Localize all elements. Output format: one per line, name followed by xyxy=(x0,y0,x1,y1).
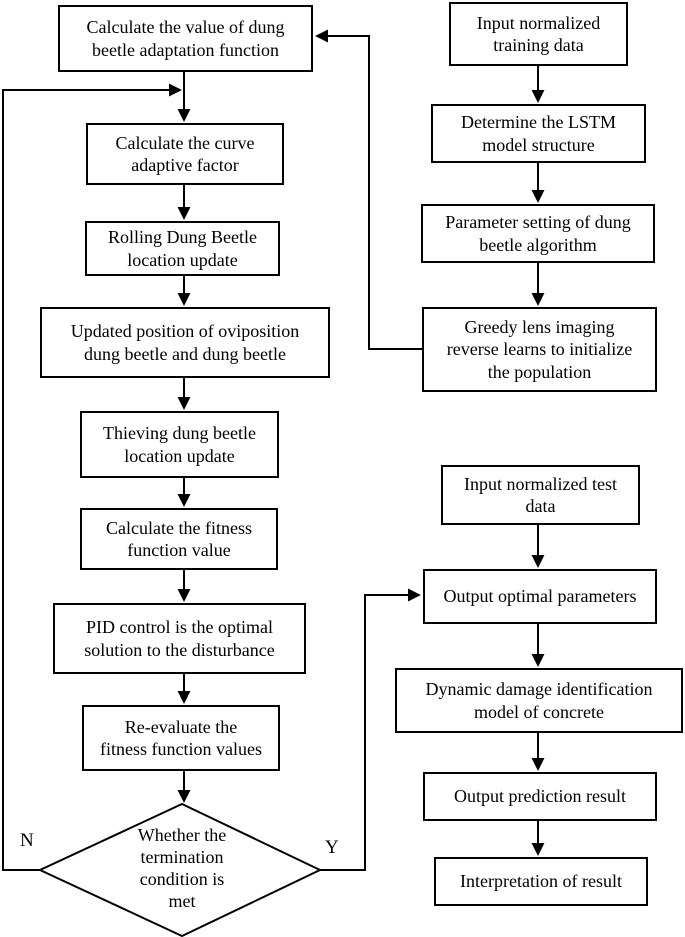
arrow-greedy-to-adaptation xyxy=(315,29,422,350)
node-input-test-data: Input normalized test data xyxy=(441,465,640,525)
node-interpretation-of-result: Interpretation of result xyxy=(434,857,648,906)
node-dynamic-damage-model: Dynamic damage identification model of c… xyxy=(395,668,683,733)
branch-label-no: N xyxy=(20,830,34,851)
node-greedy-lens-init: Greedy lens imaging reverse learns to in… xyxy=(422,307,657,392)
decision-label: Whether the termination condition is met xyxy=(137,825,227,911)
node-calc-adaptation-function: Calculate the value of dung beetle adapt… xyxy=(58,5,313,72)
decision-diamond xyxy=(37,802,323,937)
node-lstm-structure: Determine the LSTM model structure xyxy=(431,104,646,163)
node-output-prediction-result: Output prediction result xyxy=(423,772,657,821)
node-input-training-data: Input normalized training data xyxy=(449,2,628,66)
node-parameter-setting: Parameter setting of dung beetle algorit… xyxy=(421,204,655,263)
node-rolling-location-update: Rolling Dung Beetle location update xyxy=(85,221,280,276)
node-curve-adaptive-factor: Calculate the curve adaptive factor xyxy=(86,123,284,185)
arrow-yes-to-output-params xyxy=(320,588,421,871)
node-oviposition-update: Updated position of oviposition dung bee… xyxy=(40,307,330,378)
arrow-no-feedback xyxy=(2,83,182,871)
node-calc-fitness-value: Calculate the fitness function value xyxy=(80,508,278,570)
node-thieving-location-update: Thieving dung beetle location update xyxy=(80,411,279,478)
node-output-optimal-parameters: Output optimal parameters xyxy=(423,569,657,624)
node-pid-control: PID control is the optimal solution to t… xyxy=(53,603,306,674)
branch-label-yes: Y xyxy=(325,837,339,858)
node-reevaluate-fitness: Re-evaluate the fitness function values xyxy=(82,705,280,771)
